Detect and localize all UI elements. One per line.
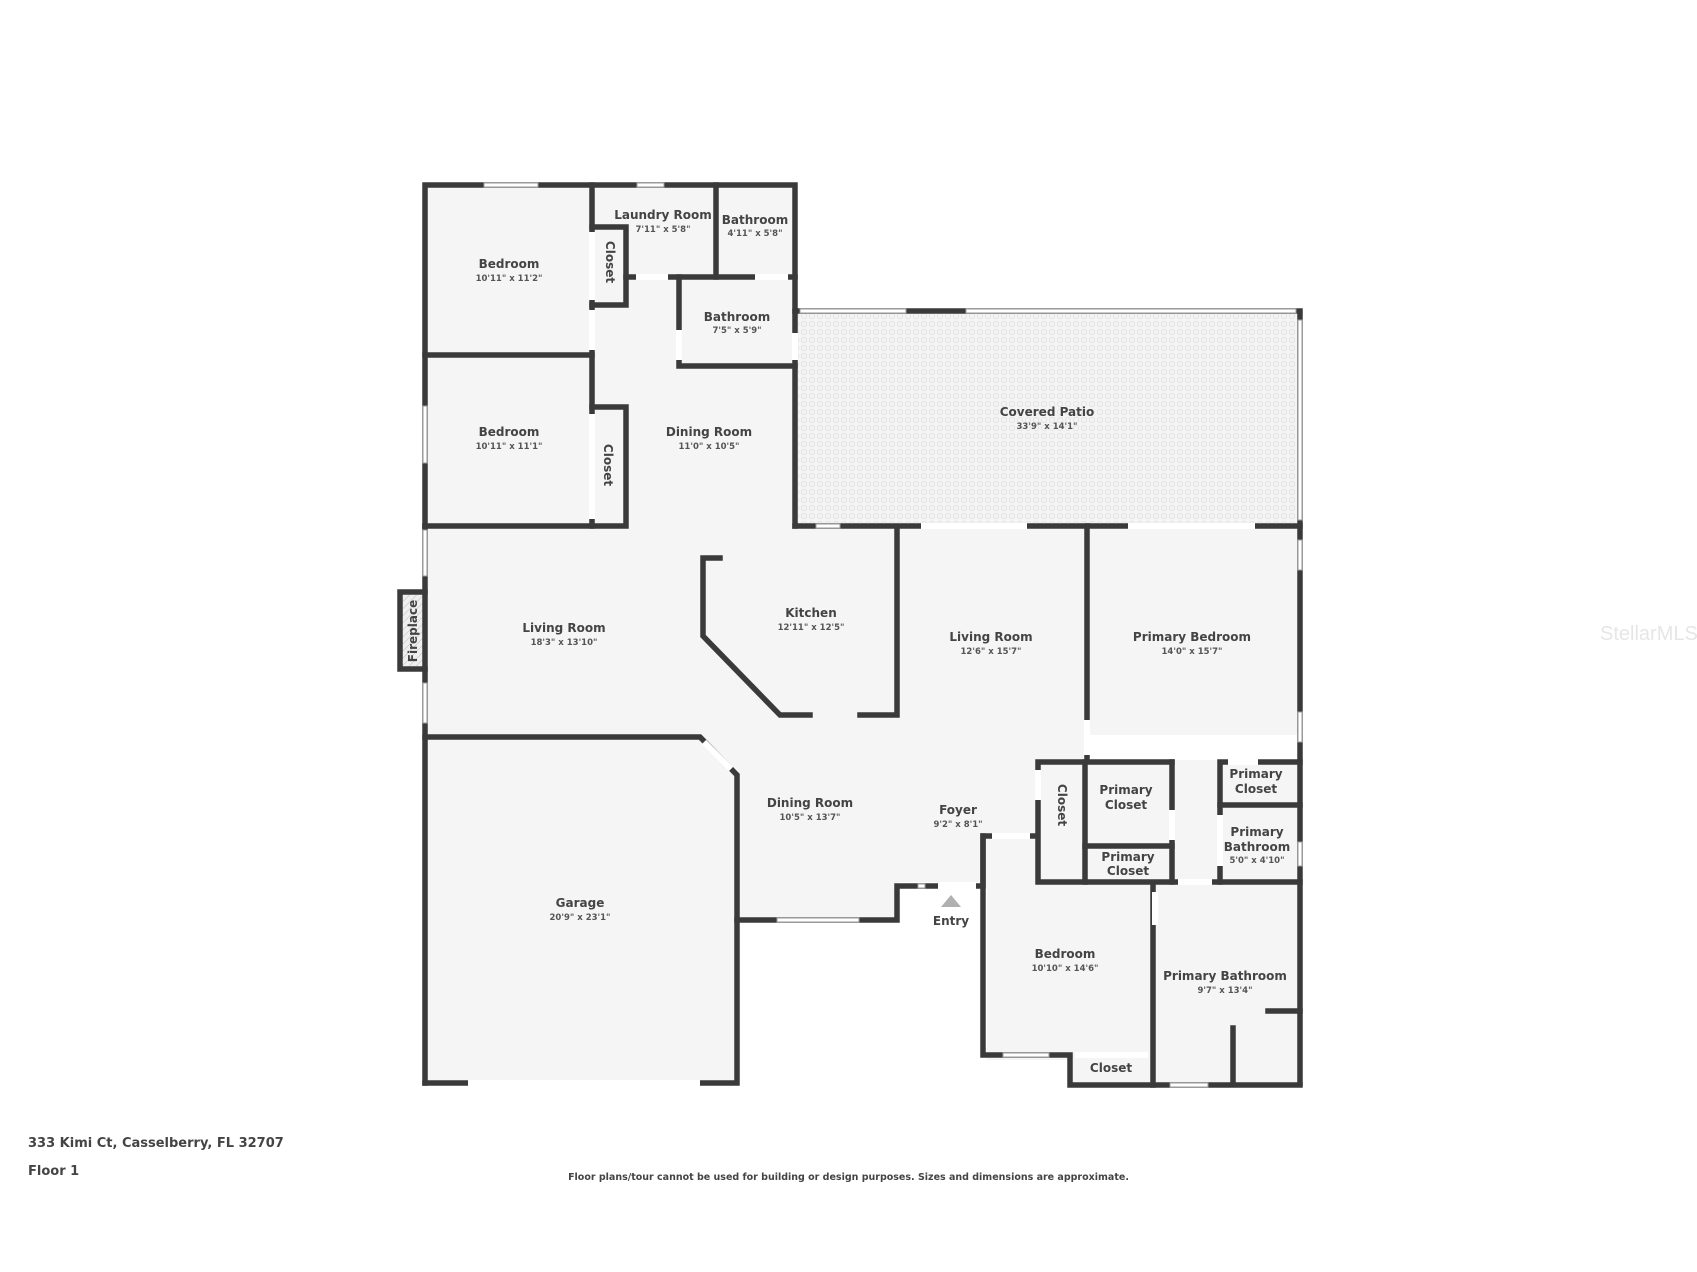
patio-tile-fill bbox=[797, 312, 1300, 525]
room-dims: 5'0" x 4'10" bbox=[1229, 856, 1284, 866]
room-dims: 12'6" x 15'7" bbox=[961, 647, 1022, 657]
room-dims: 9'7" x 13'4" bbox=[1197, 986, 1252, 996]
fireplace-label: Fireplace bbox=[406, 600, 420, 662]
room-dims: 10'5" x 13'7" bbox=[780, 813, 841, 823]
room-name: Bedroom bbox=[479, 257, 540, 271]
room-name: Dining Room bbox=[767, 796, 853, 810]
closet-label: Closet bbox=[601, 444, 615, 486]
room-name: Covered Patio bbox=[1000, 405, 1095, 419]
closet-label: Primary bbox=[1101, 850, 1154, 864]
room-name: Bedroom bbox=[1035, 947, 1096, 961]
room-name: Dining Room bbox=[666, 425, 752, 439]
fireplace-hatch bbox=[400, 592, 424, 669]
room-dims: 33'9" x 14'1" bbox=[1017, 422, 1078, 432]
room-name: Bathroom bbox=[722, 213, 788, 227]
door-openings bbox=[468, 232, 1258, 1086]
room-dims: 14'0" x 15'7" bbox=[1162, 647, 1223, 657]
room-dims: 4'11" x 5'8" bbox=[727, 229, 782, 239]
closet-label: Closet bbox=[1105, 798, 1147, 812]
room-name: Bathroom bbox=[1224, 840, 1290, 854]
floor-label: Floor 1 bbox=[28, 1164, 80, 1179]
room-labels: Bedroom 10'11" x 11'2" Laundry Room 7'11… bbox=[406, 208, 1290, 1075]
room-dims: 12'11" x 12'5" bbox=[778, 623, 845, 633]
closet-label: Primary bbox=[1229, 767, 1282, 781]
closet-label: Closet bbox=[1107, 864, 1149, 878]
property-address: 333 Kimi Ct, Casselberry, FL 32707 bbox=[28, 1136, 284, 1151]
room-name: Foyer bbox=[939, 803, 977, 817]
room-name: Living Room bbox=[949, 630, 1032, 644]
room-dims: 10'10" x 14'6" bbox=[1032, 964, 1099, 974]
entry-arrow-icon bbox=[941, 895, 961, 907]
closet-label: Closet bbox=[1055, 784, 1069, 826]
room-dims: 18'3" x 13'10" bbox=[531, 638, 598, 648]
room-name: Primary Bedroom bbox=[1133, 630, 1251, 644]
room-dims: 7'11" x 5'8" bbox=[635, 225, 690, 235]
disclaimer: Floor plans/tour cannot be used for buil… bbox=[568, 1172, 1129, 1183]
closet-label: Primary bbox=[1099, 783, 1152, 797]
room-dims: 9'2" x 8'1" bbox=[933, 820, 982, 830]
room-name: Kitchen bbox=[785, 606, 837, 620]
entry-label: Entry bbox=[933, 914, 969, 928]
room-dims: 11'0" x 10'5" bbox=[679, 442, 740, 452]
closet-label: Closet bbox=[603, 241, 617, 283]
room-name: Living Room bbox=[522, 621, 605, 635]
room-name: Primary bbox=[1230, 825, 1283, 839]
room-dims: 20'9" x 23'1" bbox=[550, 913, 611, 923]
room-name: Bathroom bbox=[704, 310, 770, 324]
room-name: Garage bbox=[556, 896, 605, 910]
room-dims: 10'11" x 11'2" bbox=[476, 274, 543, 284]
room-name: Laundry Room bbox=[614, 208, 712, 222]
watermark: StellarMLS bbox=[1600, 623, 1697, 645]
room-name: Primary Bathroom bbox=[1163, 969, 1287, 983]
room-dims: 10'11" x 11'1" bbox=[476, 442, 543, 452]
closet-label: Closet bbox=[1235, 782, 1277, 796]
closet-label: Closet bbox=[1090, 1061, 1132, 1075]
room-name: Bedroom bbox=[479, 425, 540, 439]
room-dims: 7'5" x 5'9" bbox=[712, 326, 761, 336]
windows bbox=[422, 182, 1303, 1088]
